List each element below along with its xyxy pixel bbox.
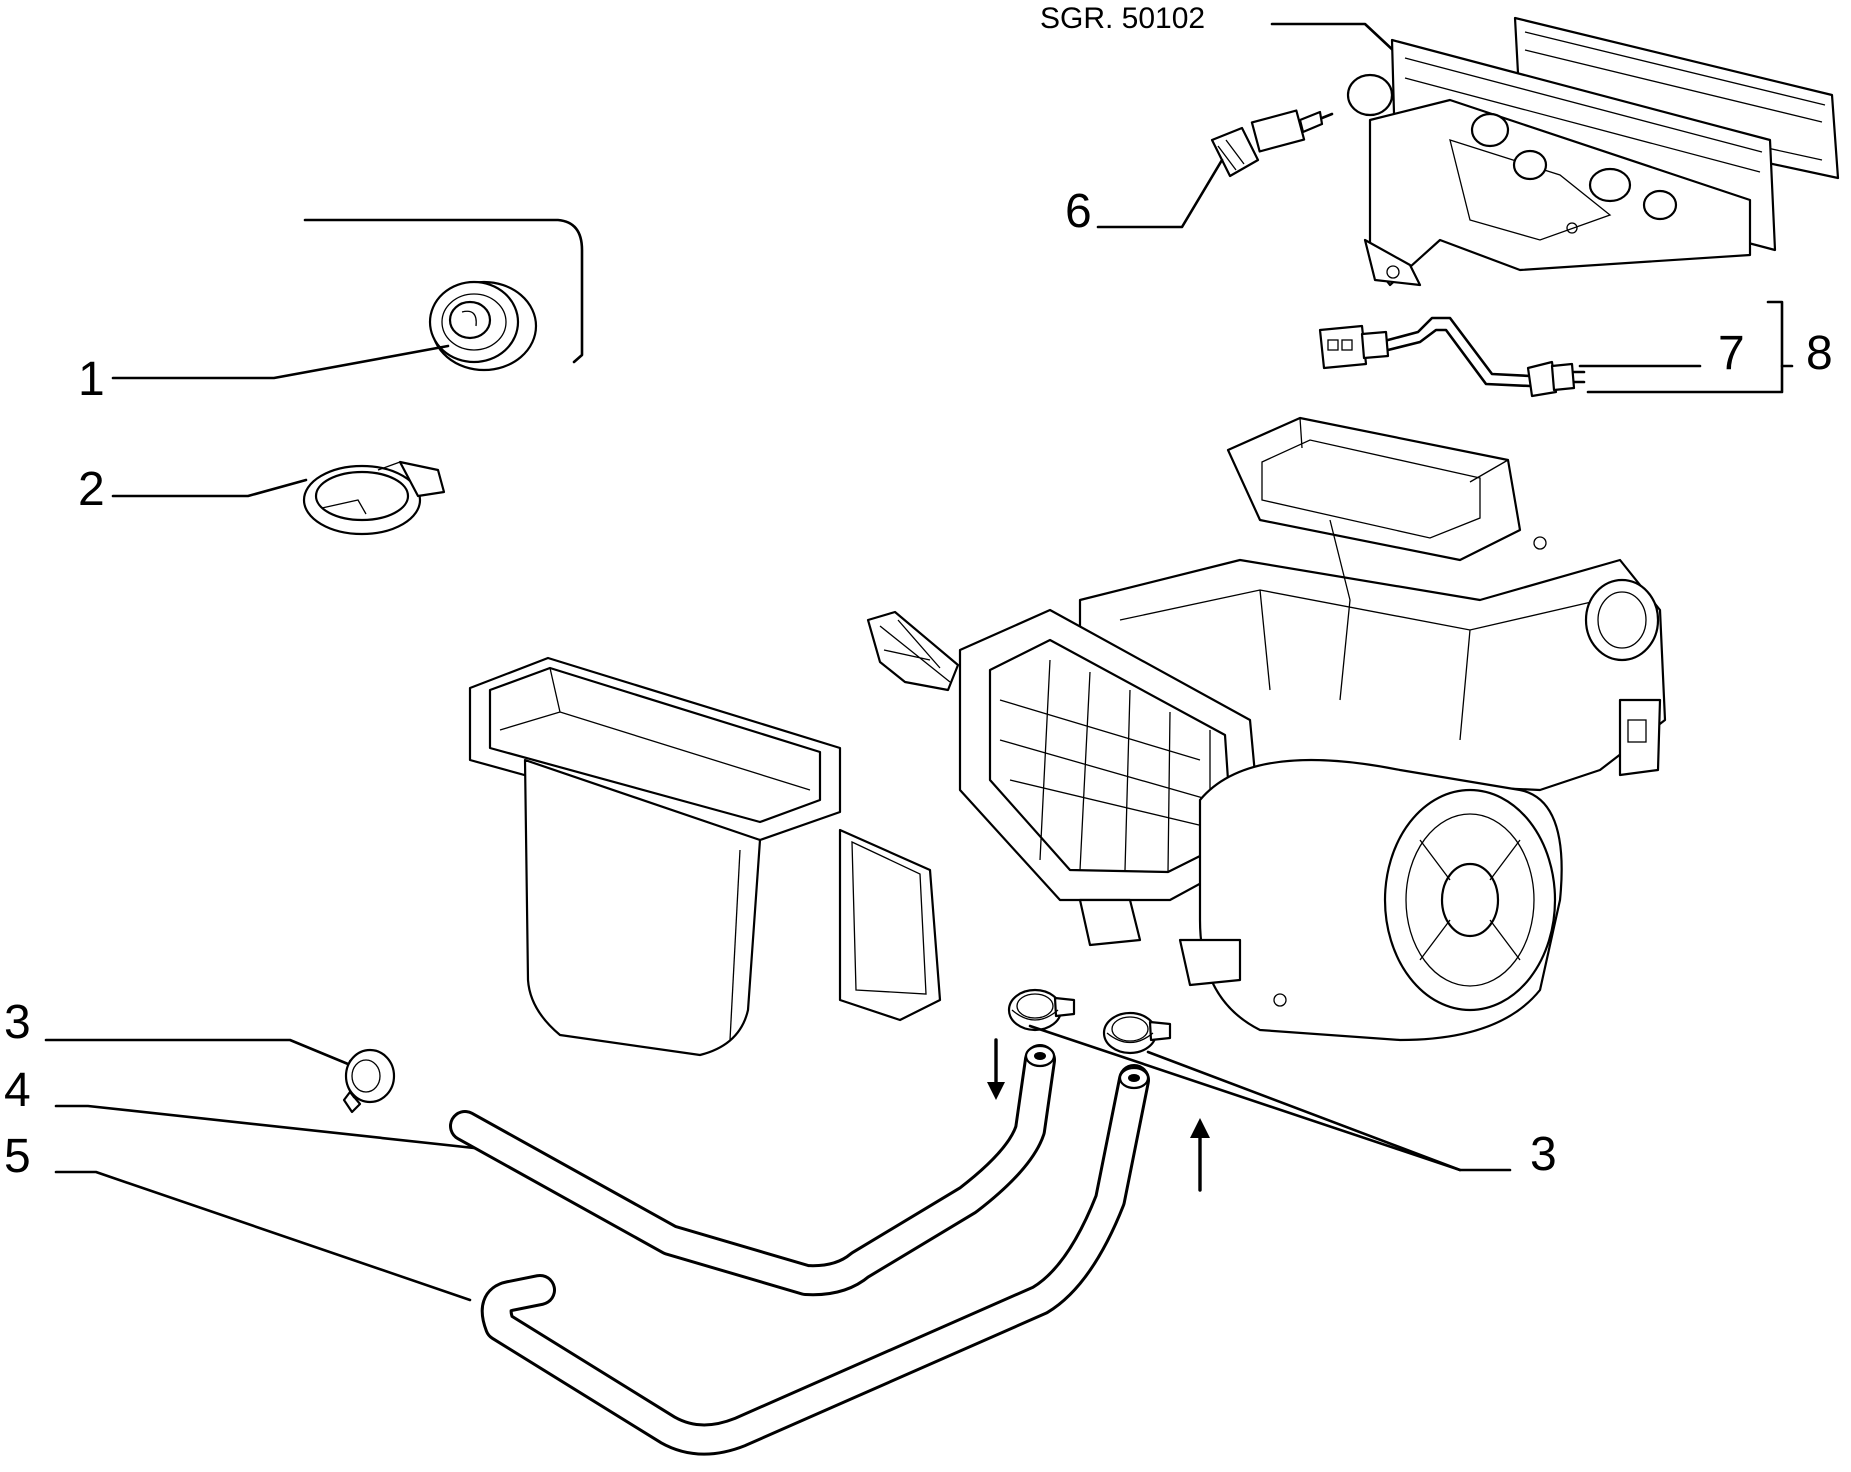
callout-1: 1	[78, 353, 105, 406]
callout-3-left: 3	[4, 996, 31, 1049]
part-6-sensor	[1210, 109, 1334, 178]
callout-6: 6	[1065, 185, 1092, 238]
callout-4: 4	[4, 1064, 31, 1117]
part-3-hose-clamp-left	[342, 1048, 396, 1114]
part-2-bracket-ring	[302, 460, 446, 536]
part-3-hose-clamp-b	[1102, 1011, 1172, 1055]
flow-arrow-down	[987, 1038, 1005, 1100]
callout-8-bracket	[1586, 300, 1784, 394]
callout-7: 7	[1718, 327, 1745, 380]
callout-5: 5	[4, 1130, 31, 1183]
callout-4-leader	[54, 1104, 476, 1150]
part-3-hose-clamp-a	[1007, 988, 1076, 1032]
callout-2: 2	[78, 463, 105, 516]
callout-3-right-leader-b	[1146, 1050, 1462, 1172]
ref-code-label: SGR. 50102	[1040, 2, 1205, 35]
ref-code-leader	[1270, 22, 1397, 54]
group-bracket	[303, 218, 584, 364]
callout-2-leader	[111, 478, 308, 498]
callout-3-left-leader	[44, 1038, 350, 1066]
callout-5-leader	[54, 1170, 472, 1302]
callout-1-leader	[111, 344, 450, 380]
heater-control-panel	[1346, 16, 1840, 287]
part-7-8-wiring-harness	[1318, 316, 1586, 398]
callout-8: 8	[1806, 327, 1833, 380]
flow-arrow-up	[1190, 1118, 1210, 1192]
part-5-hose	[480, 1064, 1150, 1456]
callout-6-leader	[1096, 158, 1224, 229]
heater-housing-assembly	[468, 416, 1667, 1057]
part-1-grommet	[428, 280, 538, 372]
part-4-hose	[449, 1044, 1056, 1297]
callout-3-right: 3	[1530, 1128, 1557, 1181]
